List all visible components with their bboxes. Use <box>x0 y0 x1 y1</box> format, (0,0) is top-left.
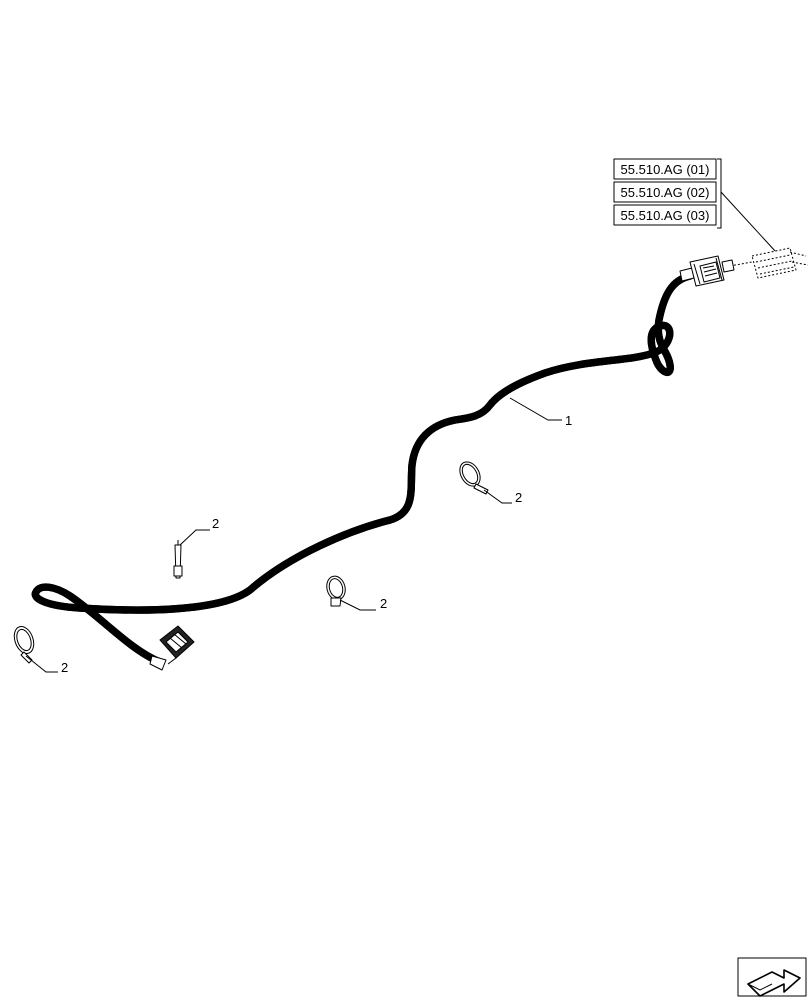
callout-tie-1: 2 <box>483 489 522 505</box>
callout-number-tie-2: 2 <box>212 516 219 531</box>
callout-number-tie-1: 2 <box>515 490 522 505</box>
wire-harness[interactable] <box>35 272 694 666</box>
callout-number-harness: 1 <box>565 413 572 428</box>
cable-tie-3[interactable] <box>324 574 348 607</box>
harness-connector-top[interactable] <box>679 255 735 287</box>
reference-bracket <box>717 158 722 229</box>
reference-label-01: 55.510.AG (01) <box>621 162 710 177</box>
callout-tie-2: 2 <box>179 516 219 546</box>
next-page-arrow-icon[interactable] <box>737 957 807 997</box>
reference-label-02: 55.510.AG (02) <box>621 185 710 200</box>
callout-tie-3: 2 <box>339 596 387 611</box>
cable-tie-4[interactable] <box>11 624 37 664</box>
mating-connector <box>729 247 809 279</box>
reference-box-02[interactable] <box>613 181 717 203</box>
reference-box-01[interactable] <box>613 158 717 180</box>
callout-harness: 1 <box>509 397 572 428</box>
cable-tie-2[interactable] <box>173 540 183 579</box>
reference-label-03: 55.510.AG (03) <box>621 208 710 223</box>
cable-tie-1[interactable] <box>456 458 489 495</box>
callout-tie-4: 2 <box>25 655 68 675</box>
reference-leader-line <box>720 191 777 253</box>
callout-number-tie-3: 2 <box>380 596 387 611</box>
reference-box-03[interactable] <box>613 204 717 226</box>
callout-number-tie-4: 2 <box>61 660 68 675</box>
harness-connector-bottom[interactable] <box>149 625 195 671</box>
reference-box-group: 55.510.AG (01) 55.510.AG (02) 55.510.AG … <box>613 158 777 253</box>
